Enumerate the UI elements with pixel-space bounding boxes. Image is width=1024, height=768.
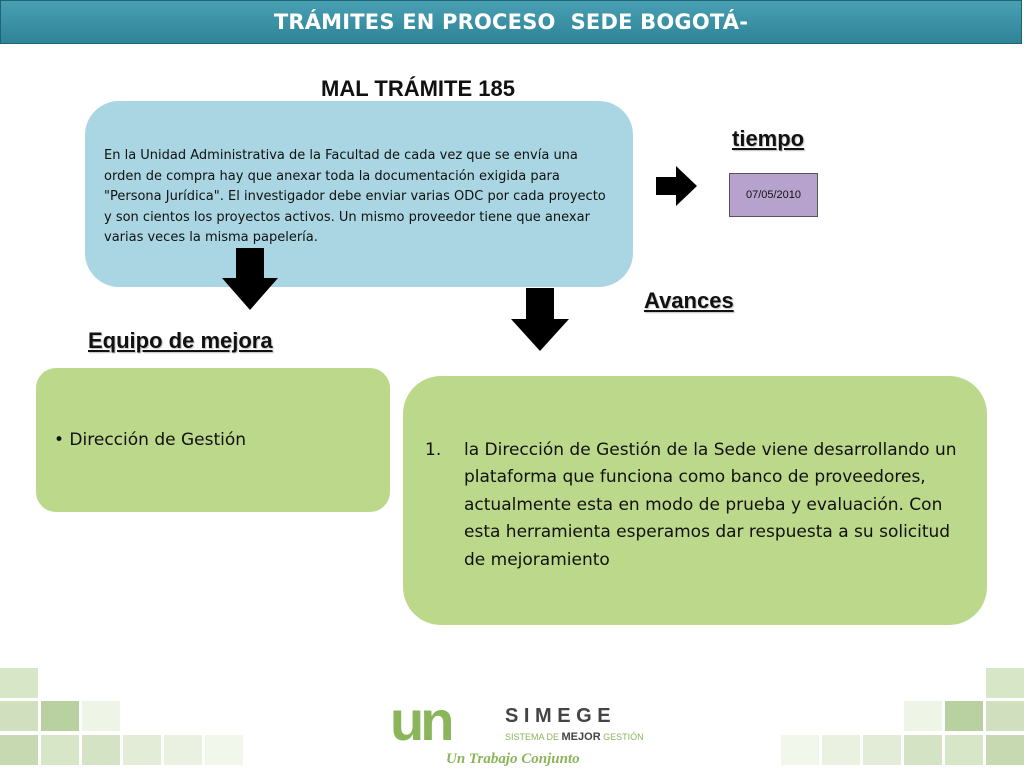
logo-slogan: Un Trabajo Conjunto — [446, 751, 580, 767]
slide-title: TRÁMITES EN PROCESO SEDE BOGOTÁ- — [273, 10, 749, 34]
simege-logo: un S I M E G E SISTEMA DE MEJOR GESTIÓN … — [390, 700, 644, 767]
advance-text: la Dirección de Gestión de la Sede viene… — [464, 440, 957, 570]
team-box — [36, 368, 390, 512]
equipo-heading: Equipo de mejora — [88, 328, 273, 353]
team-member: • Dirección de Gestión — [54, 430, 247, 450]
logo-tagline: SISTEMA DE MEJOR GESTIÓN — [505, 731, 644, 743]
title-bar: TRÁMITES EN PROCESO SEDE BOGOTÁ- — [0, 0, 1022, 44]
advance-number: 1. — [425, 440, 442, 460]
problem-description: En la Unidad Administrativa de la Facult… — [104, 148, 606, 245]
avances-heading: Avances — [644, 288, 734, 313]
arrow-right-icon — [656, 166, 697, 206]
date-box: 07/05/2010 — [729, 173, 818, 217]
tiempo-heading: tiempo — [732, 126, 805, 151]
arrow-down-icon — [222, 248, 278, 310]
logo-un: un — [390, 700, 451, 752]
arrow-down-icon — [511, 288, 569, 351]
problem-box — [85, 101, 633, 287]
logo-brand: S I M E G E — [505, 705, 611, 727]
advances-box — [403, 376, 987, 625]
subtitle: MAL TRÁMITE 185 — [321, 76, 515, 101]
